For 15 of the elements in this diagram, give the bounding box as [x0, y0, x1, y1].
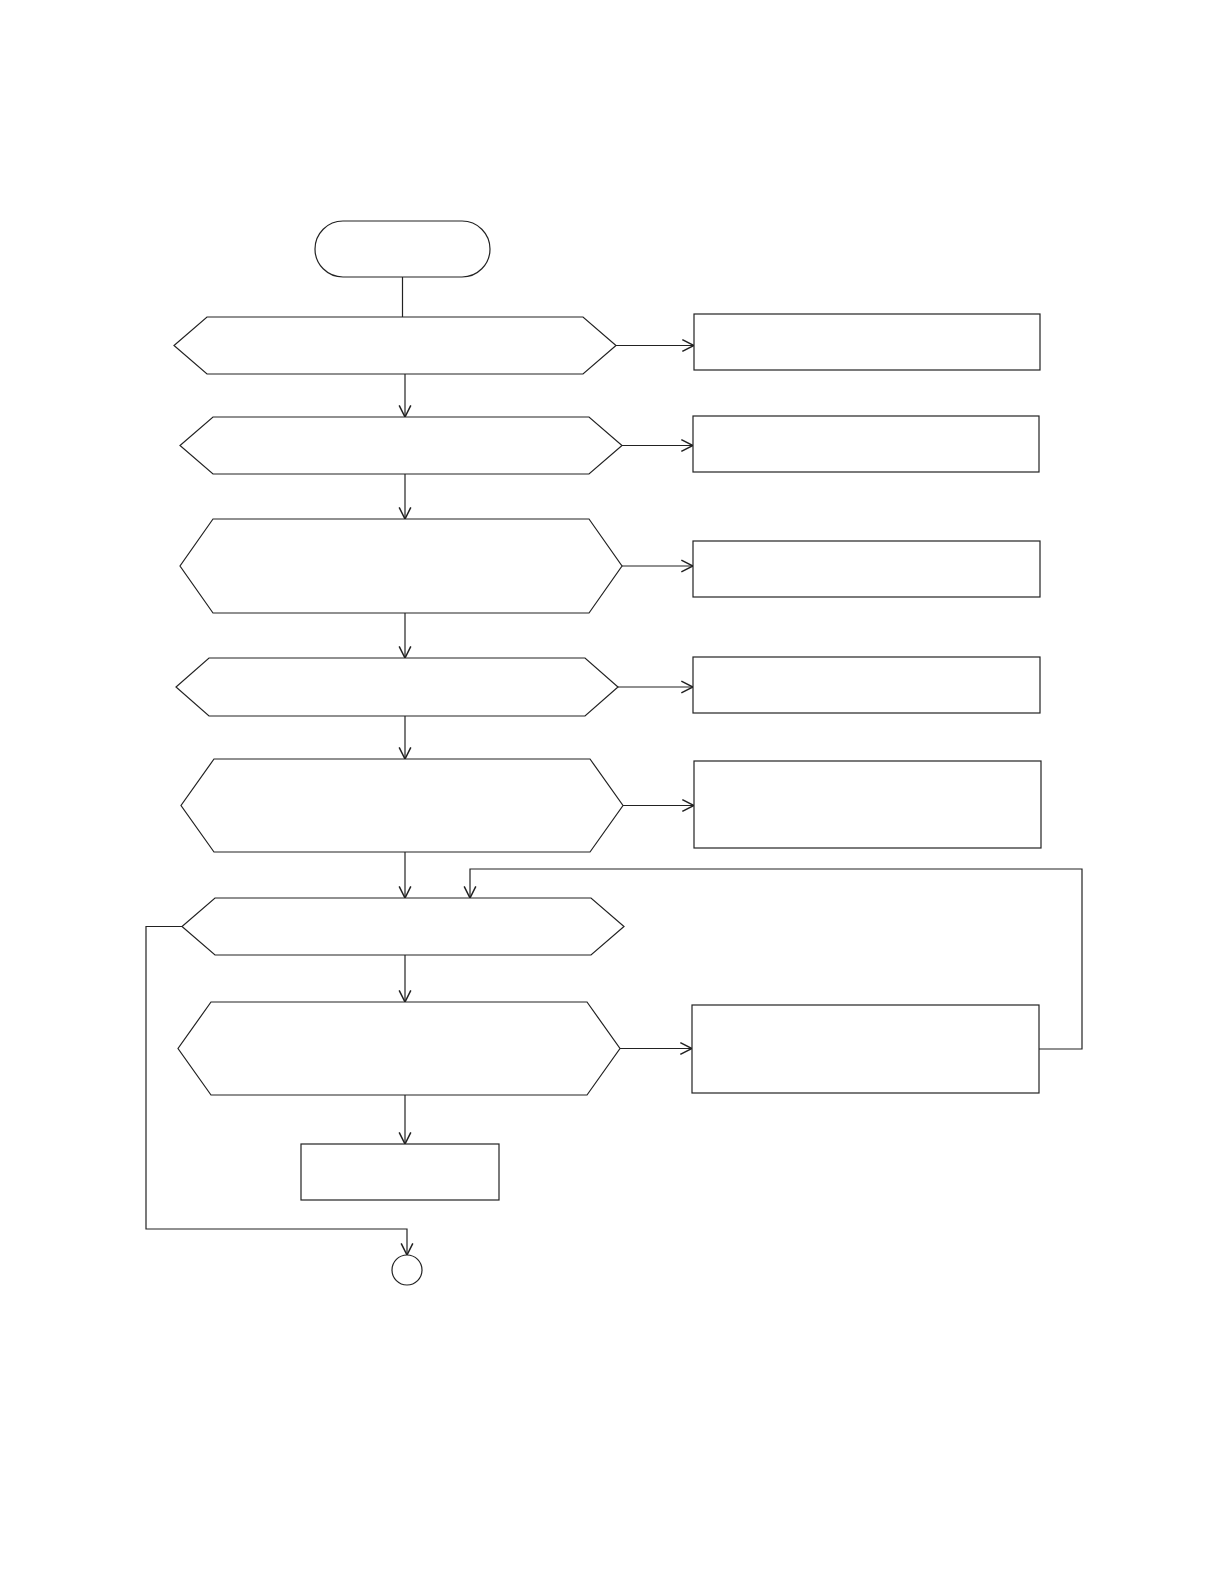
arrow — [619, 1041, 693, 1056]
arrow — [398, 851, 412, 899]
arrow — [145, 925, 414, 1256]
arrow — [398, 612, 412, 659]
arrow — [398, 373, 412, 418]
arrow — [621, 438, 694, 453]
arrow — [398, 1094, 412, 1145]
arrow — [621, 559, 694, 573]
arrow — [622, 798, 695, 813]
arrow — [615, 338, 695, 353]
arrow — [398, 715, 412, 760]
arrow — [617, 680, 694, 694]
arrow — [398, 954, 412, 1003]
arrow — [463, 868, 1083, 1050]
arrow — [398, 473, 412, 520]
